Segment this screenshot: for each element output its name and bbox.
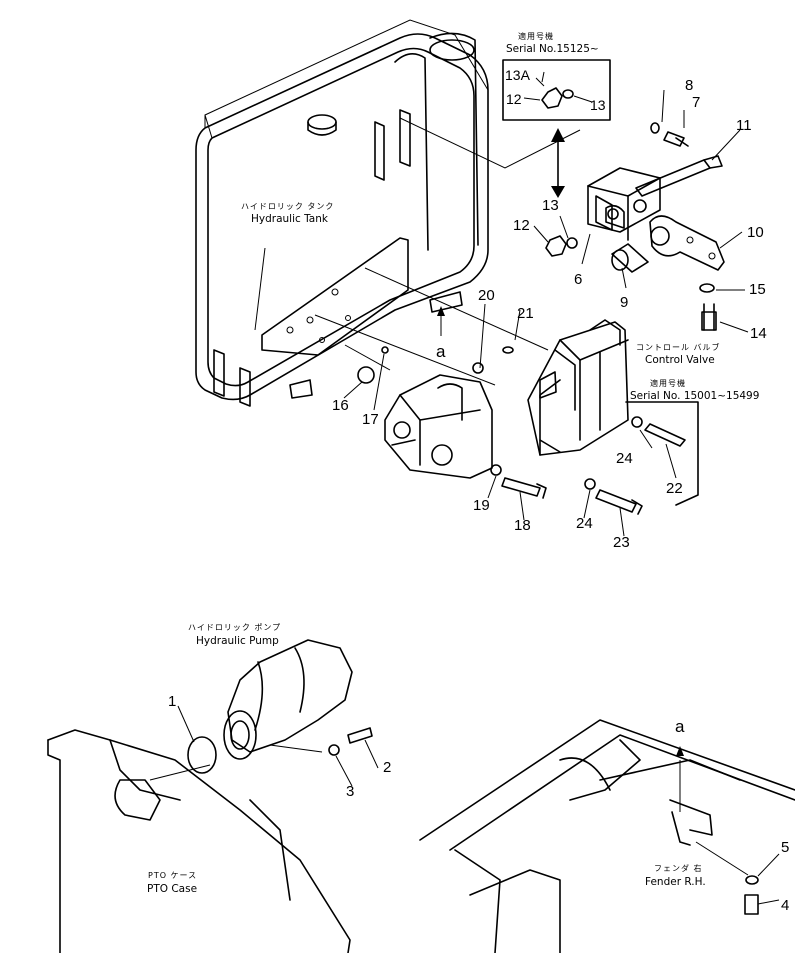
callout-16: 16 — [332, 397, 349, 414]
bracket-assembly — [314, 117, 725, 386]
control-valve — [502, 319, 629, 456]
callout-8: 8 — [685, 77, 694, 94]
ref-a-top: a — [436, 342, 446, 361]
control-valve-jp: コントロール バルブ — [636, 343, 721, 352]
serial-top-jp: 適用号機 — [518, 32, 554, 41]
serial-middle-en: Serial No. 15001~15499 — [630, 390, 760, 402]
hydraulic-pump-jp: ハイドロリック ポンプ — [188, 623, 282, 632]
control-valve-en: Control Valve — [645, 354, 715, 366]
pto-case-en: PTO Case — [147, 883, 198, 895]
serial-box-middle — [625, 401, 699, 506]
callout-13-box: 13 — [590, 97, 606, 113]
callout-11: 11 — [736, 117, 752, 134]
callout-9: 9 — [620, 294, 629, 311]
serial-top-en: Serial No.15125~ — [506, 43, 599, 55]
fender — [419, 719, 795, 953]
hydraulic-pump — [187, 639, 373, 774]
callout-12-box: 12 — [506, 91, 522, 107]
callout-17: 17 — [362, 411, 379, 428]
pto-case — [47, 729, 351, 953]
callout-10: 10 — [747, 224, 764, 241]
hydraulic-tank-jp: ハイドロリック タンク — [241, 202, 335, 211]
callout-5: 5 — [781, 839, 790, 856]
callout-leaders — [177, 77, 780, 905]
hydraulic-tank — [195, 19, 489, 407]
ref-a-bottom: a — [675, 717, 685, 736]
callout-14: 14 — [750, 325, 767, 342]
callout-15: 15 — [749, 281, 766, 298]
callout-3: 3 — [346, 783, 355, 800]
callout-13: 13 — [542, 197, 559, 214]
pump-assembly — [357, 283, 717, 515]
serial-middle-jp: 適用号機 — [650, 379, 686, 388]
callout-23: 23 — [613, 534, 630, 551]
callout-1: 1 — [168, 693, 177, 710]
callout-2: 2 — [383, 759, 392, 776]
callout-4: 4 — [781, 897, 790, 914]
callout-12: 12 — [513, 217, 530, 234]
pto-case-jp: PTO ケース — [148, 871, 198, 880]
callout-24-box: 24 — [616, 450, 633, 467]
callout-13a: 13A — [505, 67, 530, 83]
fender-jp: フェンダ 右 — [654, 864, 703, 873]
callout-18: 18 — [514, 517, 531, 534]
hydraulic-pump-en: Hydraulic Pump — [196, 635, 279, 647]
callout-24-lower: 24 — [576, 515, 593, 532]
hydraulic-tank-en: Hydraulic Tank — [251, 213, 328, 225]
callout-6: 6 — [574, 271, 583, 288]
callout-22: 22 — [666, 480, 683, 497]
serial-box-top — [502, 59, 611, 121]
callout-7: 7 — [692, 94, 701, 111]
callout-19: 19 — [473, 497, 490, 514]
callout-21: 21 — [517, 305, 534, 322]
fender-en: Fender R.H. — [645, 876, 706, 888]
callout-20: 20 — [478, 287, 495, 304]
